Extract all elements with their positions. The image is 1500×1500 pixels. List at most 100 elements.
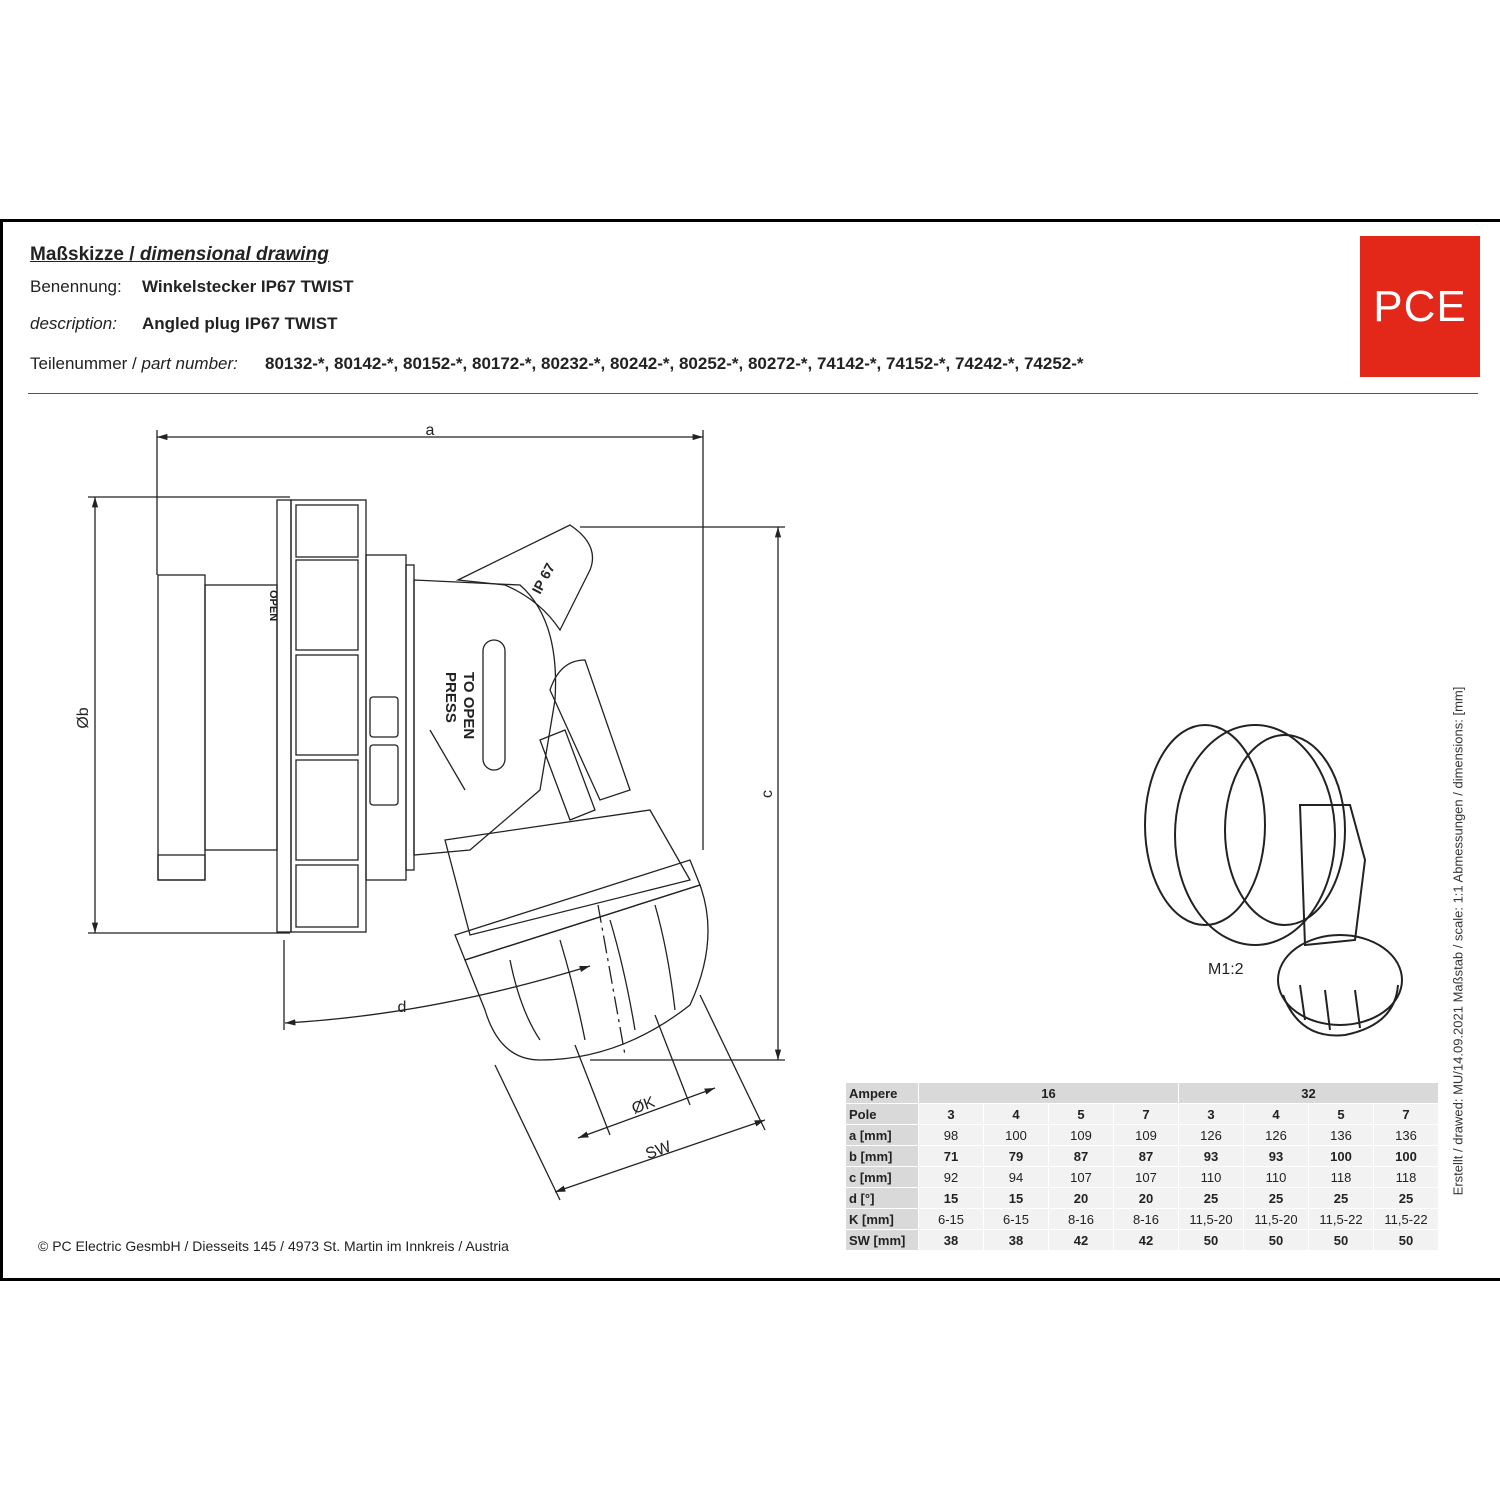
plug-outline: [88, 430, 785, 1201]
dim-label-b: Øb: [75, 707, 92, 728]
table-cell: 87: [1048, 1145, 1114, 1167]
table-cell: 25: [1308, 1187, 1374, 1209]
name-row: Benennung: Winkelstecker IP67 TWIST: [30, 277, 353, 297]
table-cell: 100: [1373, 1145, 1439, 1167]
table-cell: 87: [1113, 1145, 1179, 1167]
table-cell: 7: [1113, 1103, 1179, 1125]
table-cell: 20: [1113, 1187, 1179, 1209]
table-cell: 8-16: [1113, 1208, 1179, 1230]
table-cell: 25: [1178, 1187, 1244, 1209]
table-cell: 50: [1243, 1229, 1309, 1251]
table-cell: 11,5-20: [1178, 1208, 1244, 1230]
row-label: d [°]: [845, 1187, 919, 1209]
row-label: Pole: [845, 1103, 919, 1125]
table-cell: 100: [1308, 1145, 1374, 1167]
table-cell: 15: [983, 1187, 1049, 1209]
table-cell: 7: [1373, 1103, 1439, 1125]
name-value: Winkelstecker IP67 TWIST: [142, 277, 354, 296]
sheet-title: Maßskizze / dimensional drawing: [30, 244, 329, 265]
table-cell: 93: [1178, 1145, 1244, 1167]
iso-scale-label: M1:2: [1208, 961, 1244, 978]
row-label: K [mm]: [845, 1208, 919, 1230]
row-label: SW [mm]: [845, 1229, 919, 1251]
table-cell: 25: [1373, 1187, 1439, 1209]
table-cell: 50: [1178, 1229, 1244, 1251]
table-cell: 11,5-20: [1243, 1208, 1309, 1230]
table-cell: 71: [918, 1145, 984, 1167]
table-cell: 38: [918, 1229, 984, 1251]
table-cell: 4: [1243, 1103, 1309, 1125]
drawing-sheet-frame: [0, 219, 1500, 1281]
description-row: description: Angled plug IP67 TWIST: [30, 314, 338, 334]
table-cell: 5: [1308, 1103, 1374, 1125]
table-cell: 20: [1048, 1187, 1114, 1209]
table-cell: 110: [1243, 1166, 1309, 1188]
dim-label-c: c: [759, 790, 776, 798]
dim-label-a: a: [426, 422, 435, 439]
table-cell: 110: [1178, 1166, 1244, 1188]
table-cell: 126: [1243, 1124, 1309, 1146]
table-cell: 93: [1243, 1145, 1309, 1167]
side-info-text: Erstellt / drawed: MU/14.09.2021 Maßstab…: [1450, 686, 1466, 1196]
table-cell: 38: [983, 1229, 1049, 1251]
part-number-row: Teilenummer / part number: 80132-*, 8014…: [30, 354, 1084, 374]
table-cell: 98: [918, 1124, 984, 1146]
press-label-1: PRESS: [442, 672, 459, 723]
name-label: Benennung:: [30, 277, 122, 296]
table-cell: 118: [1308, 1166, 1374, 1188]
description-label: description:: [30, 314, 117, 333]
table-cell: 3: [918, 1103, 984, 1125]
pce-logo: PCE: [1360, 236, 1480, 377]
table-cell: 136: [1308, 1124, 1374, 1146]
part-number-label: Teilenummer /: [30, 354, 137, 373]
table-cell: 109: [1113, 1124, 1179, 1146]
table-cell: 8-16: [1048, 1208, 1114, 1230]
table-cell: 50: [1373, 1229, 1439, 1251]
table-cell: 136: [1373, 1124, 1439, 1146]
press-label-2: TO OPEN: [460, 672, 477, 739]
table-cell: 15: [918, 1187, 984, 1209]
amp-group-32: 32: [1178, 1082, 1439, 1104]
table-header-label: Ampere: [845, 1082, 919, 1104]
part-numbers: 80132-*, 80142-*, 80152-*, 80172-*, 8023…: [265, 354, 1084, 373]
table-cell: 11,5-22: [1373, 1208, 1439, 1230]
table-cell: 109: [1048, 1124, 1114, 1146]
description-value: Angled plug IP67 TWIST: [142, 314, 338, 333]
table-cell: 6-15: [918, 1208, 984, 1230]
open-label: OPEN: [267, 590, 279, 621]
row-label: b [mm]: [845, 1145, 919, 1167]
table-cell: 3: [1178, 1103, 1244, 1125]
table-cell: 5: [1048, 1103, 1114, 1125]
table-cell: 107: [1113, 1166, 1179, 1188]
table-cell: 4: [983, 1103, 1049, 1125]
table-cell: 126: [1178, 1124, 1244, 1146]
header-divider: [28, 393, 1478, 394]
table-cell: 50: [1308, 1229, 1374, 1251]
table-cell: 42: [1048, 1229, 1114, 1251]
copyright-footer: © PC Electric GesmbH / Diesseits 145 / 4…: [38, 1238, 509, 1254]
table-cell: 6-15: [983, 1208, 1049, 1230]
table-cell: 79: [983, 1145, 1049, 1167]
table-cell: 100: [983, 1124, 1049, 1146]
table-cell: 11,5-22: [1308, 1208, 1374, 1230]
dim-label-d: d: [398, 999, 407, 1016]
amp-group-16: 16: [918, 1082, 1179, 1104]
table-cell: 25: [1243, 1187, 1309, 1209]
dim-label-k: ØK: [630, 1094, 658, 1118]
table-cell: 42: [1113, 1229, 1179, 1251]
table-cell: 92: [918, 1166, 984, 1188]
part-number-label-en: part number:: [141, 354, 238, 373]
table-cell: 94: [983, 1166, 1049, 1188]
row-label: c [mm]: [845, 1166, 919, 1188]
